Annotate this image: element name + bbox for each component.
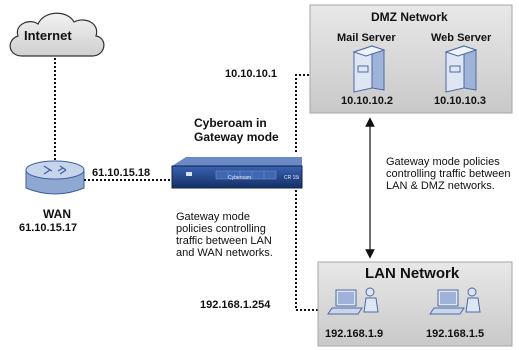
lan-dmz-policy-note: Gateway mode policies controlling traffi…	[386, 156, 511, 192]
link-gateway-lan	[295, 190, 318, 311]
lan-gateway-ip: 192.168.1.254	[200, 299, 271, 311]
internet-cloud	[9, 12, 105, 57]
cyberoam-mode-label: Cyberoam in Gateway mode	[194, 116, 279, 144]
web-server-label: Web Server	[431, 32, 492, 44]
dmz-title: DMZ Network	[371, 10, 448, 24]
lan-title: LAN Network	[365, 265, 460, 282]
link-gateway-dmz	[295, 74, 310, 152]
wan-label: WAN	[43, 207, 71, 221]
internet-label: Internet	[24, 28, 72, 43]
mail-server-label: Mail Server	[337, 32, 396, 44]
web-server-ip: 10.10.10.3	[434, 95, 486, 107]
router-icon	[25, 160, 85, 195]
wan-ip: 61.10.15.17	[19, 222, 78, 234]
mail-server-ip: 10.10.10.2	[341, 95, 393, 107]
dmz-gateway-ip: 10.10.10.1	[225, 68, 277, 80]
lan-host-ip-2: 192.168.1.5	[426, 328, 485, 340]
wan-gateway-ip: 61.10.15.18	[92, 167, 151, 179]
workstation-icon	[327, 287, 379, 315]
lan-host-ip-1: 192.168.1.9	[325, 328, 384, 340]
web-server-icon	[444, 45, 478, 93]
lan-wan-policy-note: Gateway mode policies controlling traffi…	[176, 211, 273, 259]
appliance-model: CR 15i	[284, 175, 300, 181]
appliance-brand: Cyberoam	[228, 175, 252, 181]
dmz-network-box	[309, 4, 513, 114]
mail-server-icon	[352, 45, 386, 93]
workstation-icon	[429, 287, 481, 315]
cyberoam-appliance-icon	[171, 157, 303, 189]
